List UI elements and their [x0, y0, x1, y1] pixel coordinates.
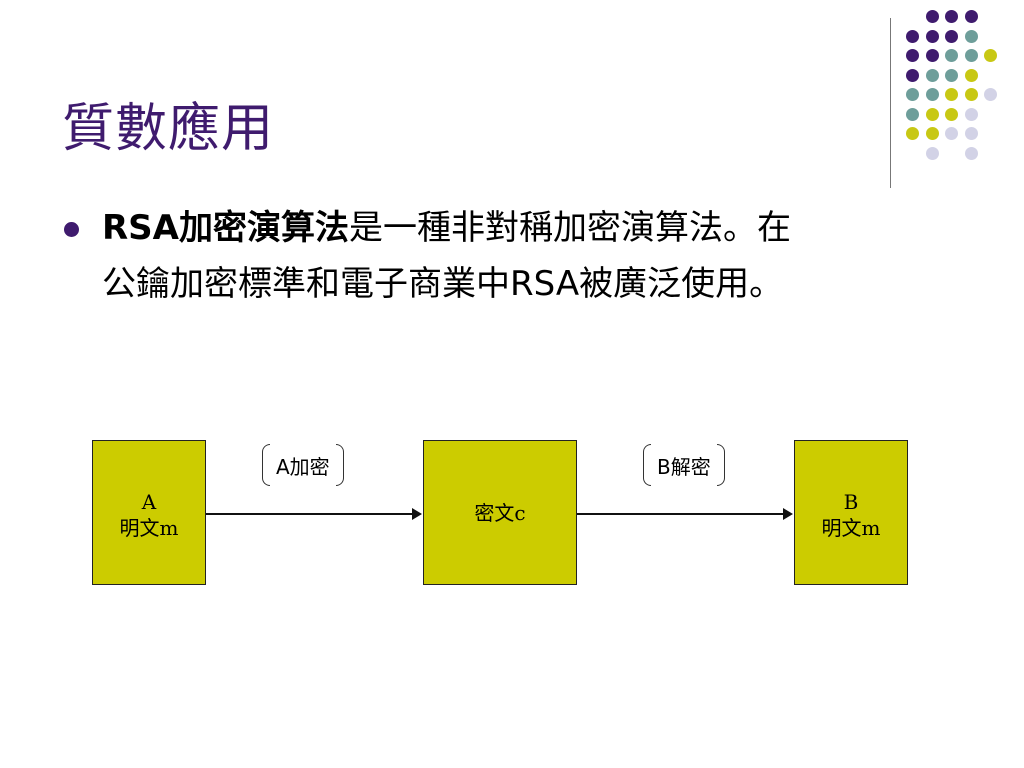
bullet-icon: [64, 222, 79, 237]
decorative-dot: [945, 127, 958, 140]
decorative-dot: [945, 29, 958, 43]
plaintext-box-b: B 明文m: [794, 440, 908, 585]
bullet-bold-text: RSA加密演算法: [102, 208, 349, 248]
decorative-dot: [925, 107, 939, 121]
box-a-label: A: [141, 490, 157, 514]
box-a-text: 明文m: [119, 516, 179, 540]
decorative-dot: [925, 10, 939, 23]
decorative-dot: [945, 107, 958, 121]
decorative-dot-grid: [906, 10, 1016, 170]
box-b-label: B: [843, 490, 859, 514]
right-bracket-icon: [335, 444, 344, 486]
decorative-dot: [925, 88, 939, 101]
decorative-dot: [906, 127, 919, 140]
decorative-dot: [925, 49, 939, 62]
bullet-text-line2: 公鑰加密標準和電子商業中RSA被廣泛使用。: [102, 264, 784, 304]
decorative-dot: [964, 146, 978, 160]
right-bracket-icon: [716, 444, 725, 486]
decorative-dot: [906, 49, 919, 62]
decrypt-label: B解密: [643, 444, 725, 486]
decorative-dot: [925, 146, 939, 160]
page-title: 質數應用: [62, 99, 275, 159]
decorative-dot: [906, 88, 919, 101]
decorative-dot: [906, 107, 919, 121]
decorative-dot: [964, 127, 978, 140]
decorative-dot: [925, 127, 939, 140]
encrypt-label: A加密: [262, 444, 344, 486]
decorative-dot: [945, 68, 958, 82]
decorative-dot: [984, 88, 997, 101]
ciphertext-text: 密文c: [474, 500, 526, 525]
bullet-text-line1: 是一種非對稱加密演算法。在: [348, 208, 791, 248]
bullet-item: RSA加密演算法是一種非對稱加密演算法。在 公鑰加密標準和電子商業中RSA被廣泛…: [102, 200, 982, 312]
decorative-dot: [964, 88, 978, 101]
encrypt-label-text: A加密: [276, 454, 330, 479]
decorative-dot: [906, 29, 919, 43]
decorative-dot: [945, 88, 958, 101]
decorative-dot: [925, 29, 939, 43]
decorative-dot: [906, 68, 919, 82]
decorative-dot: [945, 10, 958, 23]
decorative-dot: [984, 49, 997, 62]
box-b-text: 明文m: [821, 516, 881, 540]
arrow-encrypt: [206, 508, 422, 520]
decorative-dot: [964, 49, 978, 62]
vertical-divider: [890, 18, 891, 188]
decorative-dot: [964, 29, 978, 43]
left-bracket-icon: [643, 444, 651, 486]
decorative-dot: [925, 68, 939, 82]
decorative-dot: [964, 10, 978, 23]
decrypt-label-text: B解密: [657, 454, 711, 479]
decorative-dot: [964, 68, 978, 82]
decorative-dot: [964, 107, 978, 121]
plaintext-box-a: A 明文m: [92, 440, 206, 585]
ciphertext-box: 密文c: [423, 440, 577, 585]
decorative-dot: [945, 49, 958, 62]
arrow-decrypt: [577, 508, 793, 520]
left-bracket-icon: [262, 444, 270, 486]
